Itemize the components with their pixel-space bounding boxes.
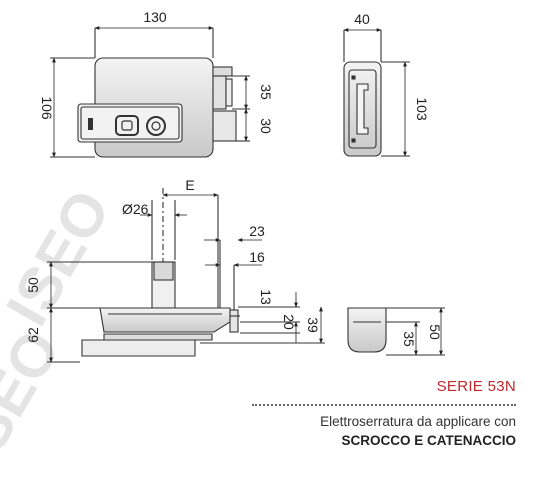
key-slot-icon: [88, 118, 93, 130]
push-button-icon: [115, 115, 139, 136]
dim-16: 16: [249, 249, 265, 265]
front-view: [50, 28, 250, 158]
end-view: [347, 307, 445, 356]
dim-50-left: 50: [25, 277, 41, 293]
front-dimensions: [52, 26, 248, 158]
end-dimensions: [414, 307, 443, 356]
top-dimensions: [49, 193, 323, 363]
dim-front-width: 130: [143, 9, 167, 25]
dim-23: 23: [249, 223, 265, 239]
dim-13: 13: [258, 289, 274, 305]
dim-e: E: [185, 177, 194, 193]
dim-front-upper: 35: [258, 84, 274, 100]
dim-50-right: 50: [427, 324, 443, 340]
dim-front-height: 106: [39, 96, 55, 120]
product-description: Elettroserratura da applicare con: [320, 414, 516, 429]
dim-diameter: Ø26: [122, 201, 149, 217]
side-view: [343, 30, 410, 157]
side-dimensions: [343, 28, 407, 157]
front-controls: [88, 115, 166, 136]
dim-62: 62: [25, 327, 41, 343]
dotted-divider: [252, 404, 516, 406]
dim-side-height: 103: [414, 97, 430, 121]
dim-front-lower: 30: [258, 118, 274, 134]
dim-39: 39: [305, 317, 321, 333]
product-type: SCROCCO E CATENACCIO: [341, 433, 516, 448]
cylinder-lock-icon: [146, 116, 166, 136]
dim-35-right: 35: [401, 331, 417, 347]
dim-side-width: 40: [354, 11, 370, 27]
top-view: [47, 188, 325, 363]
series-title: SERIE 53N: [436, 378, 516, 395]
dim-20: 20: [281, 314, 297, 330]
